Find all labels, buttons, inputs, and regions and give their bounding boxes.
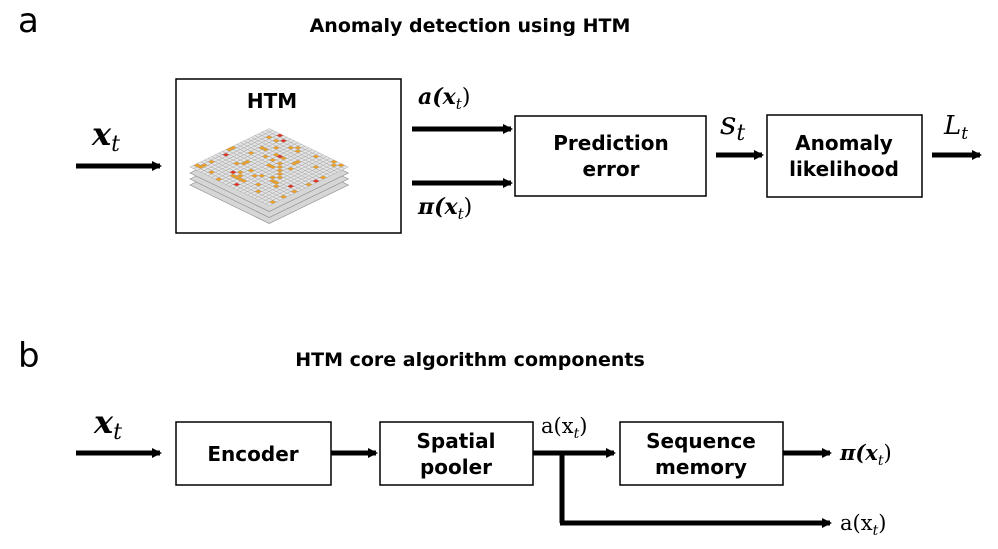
sequence-memory-box [619, 421, 784, 486]
panel-b-input-label: xt [93, 403, 122, 445]
prediction-error-box [514, 115, 707, 197]
encoder-label: Encoder [207, 442, 298, 466]
panel-a-output-a-label: a(xt) [418, 84, 470, 113]
sequence-memory-line2: memory [655, 455, 747, 479]
panel-a-letter: a [18, 1, 39, 41]
anomaly-likelihood-line2: likelihood [789, 157, 899, 181]
panel-a-input-label: xt [91, 115, 120, 157]
panel-b-out-pi-label: π(xt) [839, 440, 892, 469]
sequence-memory-line1: Sequence [646, 429, 756, 453]
encoder-box [175, 421, 332, 486]
prediction-error-line2: error [583, 157, 640, 181]
htm-layer-stack-illustration [189, 128, 350, 224]
htm-box-label: HTM [247, 89, 297, 113]
panel-a-score-label: st [720, 104, 745, 146]
htm-cell [340, 165, 349, 169]
prediction-error-line1: Prediction [553, 131, 669, 155]
panel-a-output-pi-label: π(xt) [417, 194, 472, 223]
panel-a-likelihood-label: Lt [943, 111, 968, 144]
anomaly-likelihood-box [766, 114, 923, 198]
panel-a-title: Anomaly detection using HTM [310, 15, 631, 37]
spatial-pooler-line2: pooler [420, 455, 492, 479]
panel-b-out-a-label: a(xt) [840, 511, 886, 539]
anomaly-likelihood-line1: Anomaly [795, 131, 893, 155]
panel-b-title: HTM core algorithm components [295, 349, 645, 371]
panel-b-letter: b [18, 336, 40, 376]
spatial-pooler-line1: Spatial [417, 429, 496, 453]
panel-b-mid-label: a(xt) [541, 414, 587, 442]
spatial-pooler-box [379, 421, 534, 486]
